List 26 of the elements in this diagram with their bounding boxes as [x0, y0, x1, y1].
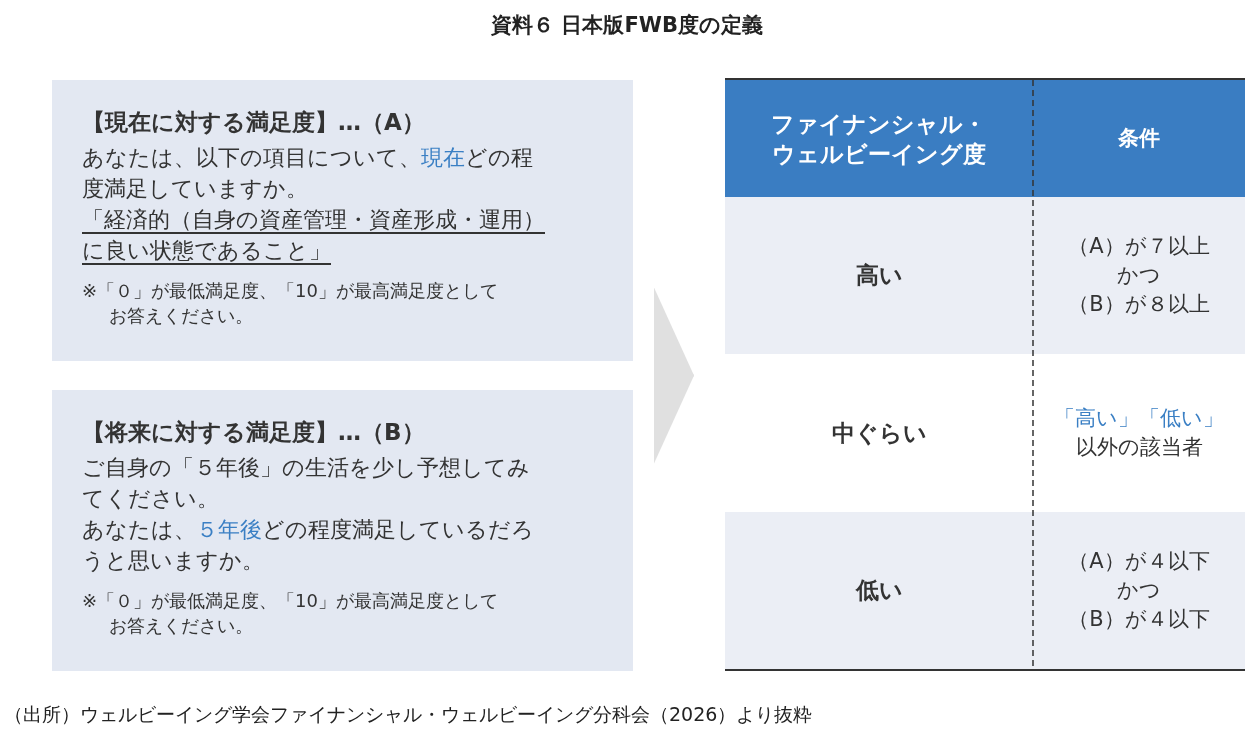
condition-text: （A）が７以上: [1068, 233, 1210, 261]
column-header: 条件: [1118, 124, 1160, 152]
chevron-arrow: [654, 287, 695, 464]
source-caption: （出所）ウェルビーイング学会ファイナンシャル・ウェルビーイング分科会（2026）より抜粋: [4, 702, 813, 727]
diagram-title: 資料６ 日本版FWB度の定義: [490, 12, 764, 39]
panel-heading: 【将来に対する満足度】…（B）: [82, 418, 425, 447]
question-panel: [52, 390, 633, 671]
condition-text: かつ: [1117, 262, 1161, 290]
note-text: ※「０」が最低満足度、「10」が最高満足度としてお答えください。: [82, 279, 499, 328]
question-text: あなたは、５年後どの程度満足しているだろうと思いますか。: [82, 516, 535, 575]
level-label: 高い: [855, 261, 903, 291]
level-label: 低い: [855, 576, 903, 606]
question-text: あなたは、以下の項目について、現在どの程度満足していますか。: [82, 144, 534, 203]
note-text: ※「０」が最低満足度、「10」が最高満足度としてお答えください。: [82, 589, 499, 638]
level-label: 中ぐらい: [831, 418, 927, 448]
panel-heading: 【現在に対する満足度】…（A）: [82, 108, 425, 137]
column-header: ファイナンシャル・ウェルビーイング度: [770, 109, 988, 169]
condition-text: かつ: [1117, 576, 1161, 604]
question-panel: [52, 80, 633, 361]
underlined-text: 「経済的（自身の資産管理・資産形成・運用）に良い状態であること」: [82, 206, 546, 265]
condition-text: 「高い」「低い」以外の該当者: [1054, 405, 1224, 461]
question-text: ご自身の「５年後」の生活を少し予想してみてください。: [82, 454, 531, 513]
condition-text: （B）が４以下: [1068, 605, 1210, 633]
definition-table: [725, 78, 1245, 671]
condition-text: （B）が８以上: [1068, 291, 1210, 319]
condition-text: （A）が４以下: [1068, 547, 1210, 575]
